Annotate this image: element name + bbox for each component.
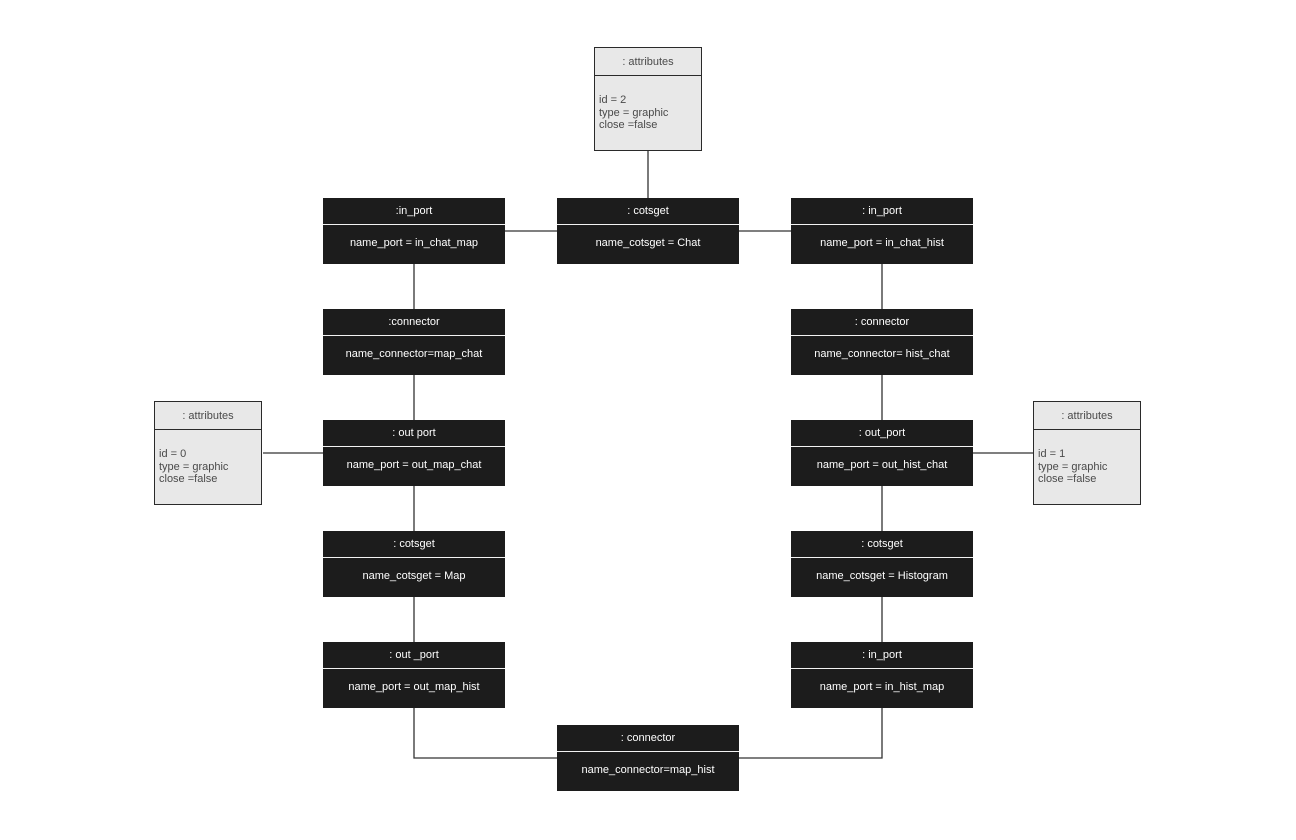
node-title: : out_port [791,420,973,447]
connector-map-chat-node: :connector name_connector=map_chat [323,309,505,375]
node-title: : out port [323,420,505,447]
node-value: name_connector=map_chat [345,348,483,360]
attribute-id: id = 2 [599,94,627,106]
node-value: name_port = in_chat_hist [820,237,944,249]
attribute-id: id = 0 [159,448,187,460]
node-title: : connector [557,725,739,752]
attributes-box-top: : attributes id = 2 type = graphic close… [594,47,702,151]
node-value: name_connector=map_hist [581,764,715,776]
node-value: name_port = out_hist_chat [816,459,948,471]
cotsget-histogram-node: : cotsget name_cotsget = Histogram [791,531,973,597]
attributes-title: : attributes [155,402,261,430]
attributes-title: : attributes [1034,402,1140,430]
cotsget-chat-node: : cotsget name_cotsget = Chat [557,198,739,264]
node-title: : out _port [323,642,505,669]
attribute-close: close =false [599,119,658,131]
node-value: name_port = in_hist_map [819,681,945,693]
attribute-type: type = graphic [599,106,669,119]
node-value: name_port = out_map_hist [348,681,480,693]
node-value: name_port = out_map_chat [346,459,482,471]
node-value: name_connector= hist_chat [814,348,950,360]
in-port-hist-map-node: : in_port name_port = in_hist_map [791,642,973,708]
node-title: : cotsget [791,531,973,558]
link-connector-inport [739,708,883,759]
attribute-close: close =false [1038,473,1097,485]
in-port-chat-map-node: :in_port name_port = in_chat_map [323,198,505,264]
node-title: :in_port [323,198,505,225]
out-port-map-hist-node: : out _port name_port = out_map_hist [323,642,505,708]
out-port-hist-chat-node: : out_port name_port = out_hist_chat [791,420,973,486]
link-outport-connector [413,708,557,759]
attribute-close: close =false [159,473,218,485]
out-port-map-chat-node: : out port name_port = out_map_chat [323,420,505,486]
node-value: name_cotsget = Histogram [816,570,948,582]
node-title: : in_port [791,198,973,225]
node-title: : in_port [791,642,973,669]
node-title: : cotsget [557,198,739,225]
node-title: : connector [791,309,973,336]
attribute-id: id = 1 [1038,448,1066,460]
node-value: name_cotsget = Map [362,570,466,582]
node-value: name_port = in_chat_map [349,237,479,249]
in-port-chat-hist-node: : in_port name_port = in_chat_hist [791,198,973,264]
node-title: : cotsget [323,531,505,558]
attributes-title: : attributes [595,48,701,76]
attributes-box-right: : attributes id = 1 type = graphic close… [1033,401,1141,505]
attribute-type: type = graphic [159,460,229,473]
cotsget-map-node: : cotsget name_cotsget = Map [323,531,505,597]
node-value: name_cotsget = Chat [595,237,701,249]
attribute-type: type = graphic [1038,460,1108,473]
connector-map-hist-node: : connector name_connector=map_hist [557,725,739,791]
node-title: :connector [323,309,505,336]
attributes-box-left: : attributes id = 0 type = graphic close… [154,401,262,505]
connector-hist-chat-node: : connector name_connector= hist_chat [791,309,973,375]
